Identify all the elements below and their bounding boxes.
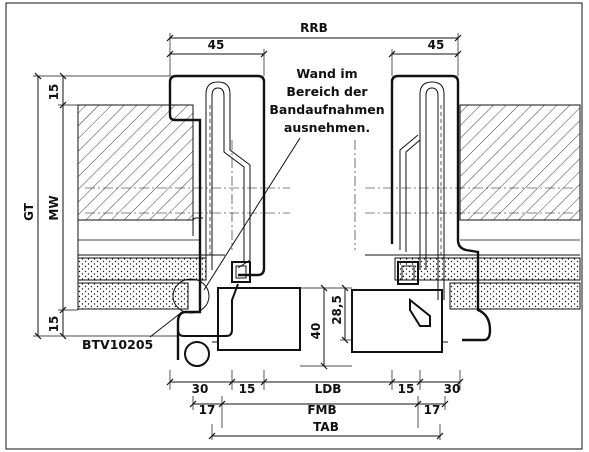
part-number-label: BTV10205 [82,337,153,352]
dim-15-top-label: 15 [47,84,61,101]
left-wall-insulation-2 [77,282,189,310]
right-wall-insulation-2 [449,282,581,310]
note-line-2: Bereich der [286,84,368,99]
door-leaf-right-part [351,289,443,353]
dim-28-5-label: 28,5 [330,295,344,325]
dim-15-mid-left-label: 15 [239,382,256,396]
right-steel-frame [390,74,492,342]
right-wall-masonry [459,104,581,221]
left-hinge-detail-circle [172,278,210,314]
dim-vertical-left: GT MW 15 15 [22,72,178,340]
dim-17-right-label: 17 [424,403,441,417]
dim-45-left: 45 [166,38,268,76]
left-steel-frame [168,74,266,367]
dim-15-mid-right-label: 15 [398,382,415,396]
left-wall-masonry [77,104,194,221]
note-line-3: Bandaufnahmen [269,102,384,117]
left-wall-insulation-1 [77,257,207,281]
ldb-label: LDB [315,382,342,396]
door-leaf [212,287,448,353]
dim-45-right-label: 45 [428,38,445,52]
drawing-border [5,2,583,450]
rrb-label: RRB [300,21,328,35]
mw-label: MW [47,195,61,220]
dim-45-right: 45 [388,38,462,76]
left-door-seal [231,261,251,283]
dim-fmb-chain: 17 FMB 17 [189,396,449,428]
right-door-seal [397,261,419,285]
left-wall [77,104,225,310]
dim-45-left-label: 45 [208,38,225,52]
part-number-leader-line [149,311,183,338]
dim-40-label: 40 [309,323,323,340]
dim-30-right-label: 30 [444,382,461,396]
gt-label: GT [22,202,36,221]
dim-17-left-label: 17 [199,403,216,417]
note-line-4: ausnehmen. [284,120,370,135]
note-line-1: Wand im [296,66,357,81]
dim-door-thickness: 40 28,5 [300,284,352,370]
door-leaf-left-part [217,287,301,351]
right-wall-insulation-1 [394,257,581,281]
wall-recess-note: Wand im Bereich der Bandaufnahmen ausneh… [203,66,385,291]
right-wall [365,104,581,310]
note-leader-line [203,137,301,291]
part-number-callout: BTV10205 [82,311,183,352]
dim-30-left-label: 30 [192,382,209,396]
tab-label: TAB [313,420,339,434]
fmb-label: FMB [307,403,336,417]
left-hinge-knob [184,341,210,367]
dim-bottom-chain: 30 15 LDB 15 30 [166,370,464,396]
dim-tab: TAB [208,420,444,440]
dim-15-bottom-label: 15 [47,316,61,333]
